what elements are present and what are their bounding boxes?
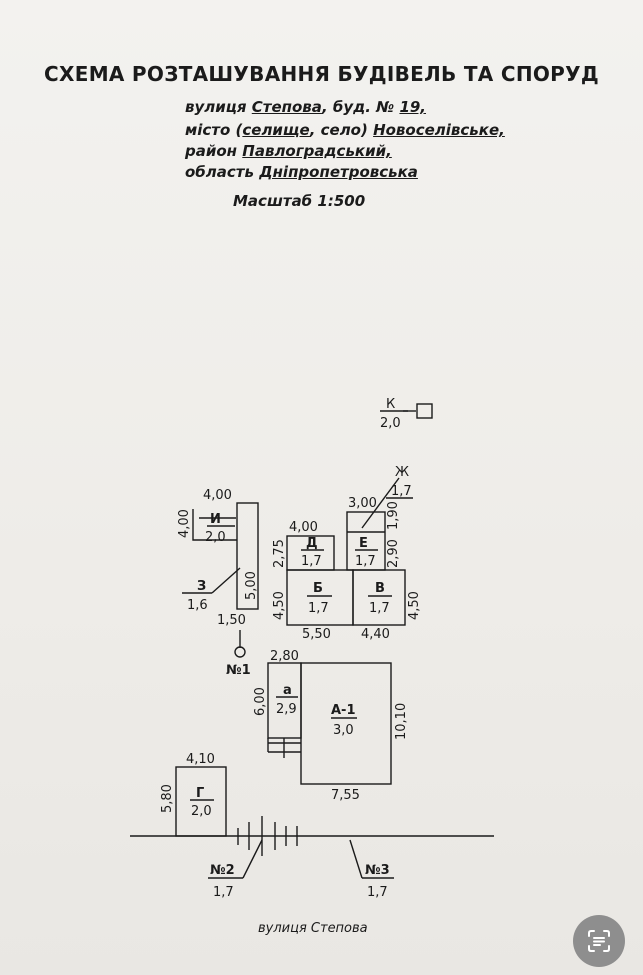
dim-e-width: 3,00 xyxy=(348,496,377,511)
b-letter: Б xyxy=(313,581,323,596)
k-letter: К xyxy=(386,397,395,412)
dim-b-width: 5,50 xyxy=(302,627,331,642)
dim-e-height-top: 1,90 xyxy=(386,501,401,530)
dim-i-height: 4,00 xyxy=(177,509,192,538)
scan-text-icon xyxy=(588,930,610,952)
well-1-label: №1 xyxy=(226,663,251,678)
scale-label: Масштаб 1:500 xyxy=(233,192,366,210)
dim-z-width: 1,50 xyxy=(217,613,246,628)
dim-v-height: 4,50 xyxy=(407,591,422,620)
city-name: Новоселівське, xyxy=(373,121,505,139)
district-name: Павлоградський, xyxy=(242,142,392,160)
dim-a1-width: 7,55 xyxy=(331,788,360,803)
dim-a-height: 6,00 xyxy=(253,687,268,716)
i-letter: И xyxy=(210,512,221,527)
d-value: 1,7 xyxy=(301,554,322,569)
z-leader-line xyxy=(211,567,241,594)
street-prefix: вулиця xyxy=(185,98,247,116)
n2-leader-line xyxy=(242,839,263,879)
street-name: Степова xyxy=(251,98,322,116)
city-type: селище xyxy=(242,121,310,139)
building-z-outline xyxy=(236,502,259,610)
address-district-line: район Павлоградський, xyxy=(185,142,392,160)
dim-g-width: 4,10 xyxy=(186,752,215,767)
district-prefix: район xyxy=(185,142,238,160)
k-value: 2,0 xyxy=(380,416,401,431)
z-letter: З xyxy=(197,579,206,594)
document-title: СХЕМА РОЗТАШУВАННЯ БУДІВЕЛЬ ТА СПОРУД xyxy=(44,62,599,86)
i-value: 2,0 xyxy=(205,530,226,545)
a-value: 2,9 xyxy=(276,702,297,717)
well-3-label: №3 xyxy=(365,863,390,878)
a-letter: а xyxy=(283,683,292,698)
well-3-value: 1,7 xyxy=(367,885,388,900)
house-number: 19, xyxy=(399,98,427,116)
dim-d-width: 4,00 xyxy=(289,520,318,535)
zh-leader-line xyxy=(361,477,400,529)
zh-letter: Ж xyxy=(395,465,409,480)
building-b-outline xyxy=(286,569,354,626)
building-a1-outline xyxy=(300,662,392,785)
b-value: 1,7 xyxy=(308,601,329,616)
z-value: 1,6 xyxy=(187,598,208,613)
house-prefix: , буд. № xyxy=(321,98,395,116)
address-city-line: місто (селище, село) Новоселівське, xyxy=(185,121,505,139)
building-g-outline xyxy=(175,766,227,837)
a1-value: 3,0 xyxy=(333,723,354,738)
dim-a1-height: 10,10 xyxy=(394,703,409,740)
building-i-outline xyxy=(192,509,237,541)
d-letter: Д xyxy=(306,536,318,551)
n3-leader-line xyxy=(349,839,363,879)
city-mid: , село) xyxy=(309,121,368,139)
e-value: 1,7 xyxy=(355,554,376,569)
well-2-value: 1,7 xyxy=(213,885,234,900)
g-letter: Г xyxy=(196,786,204,801)
region-prefix: область xyxy=(185,163,254,181)
city-prefix: місто ( xyxy=(185,121,243,139)
building-a-outline xyxy=(267,662,302,739)
dim-a-width: 2,80 xyxy=(270,649,299,664)
e-letter: Е xyxy=(359,536,368,551)
well-2-label: №2 xyxy=(210,863,235,878)
region-name: Дніпропетровська xyxy=(259,163,418,181)
dim-b-height: 4,50 xyxy=(272,591,287,620)
building-v-outline xyxy=(352,569,406,626)
g-value: 2,0 xyxy=(191,804,212,819)
scan-text-button[interactable] xyxy=(573,915,625,967)
building-k-outline xyxy=(416,403,433,419)
address-street-line: вулиця Степова, буд. № 19, xyxy=(185,98,426,116)
dim-e-height: 2,90 xyxy=(386,539,401,568)
dim-v-width: 4,40 xyxy=(361,627,390,642)
dim-z-height: 5,00 xyxy=(244,571,259,600)
street-caption: вулиця Степова xyxy=(258,921,368,936)
address-region-line: область Дніпропетровська xyxy=(185,163,418,181)
well-1-symbol xyxy=(234,646,246,658)
a1-letter: А-1 xyxy=(331,703,356,718)
dim-g-height: 5,80 xyxy=(160,784,175,813)
dim-i-width: 4,00 xyxy=(203,488,232,503)
v-letter: В xyxy=(375,581,385,596)
dim-d-height: 2,75 xyxy=(272,539,287,568)
v-value: 1,7 xyxy=(369,601,390,616)
zh-value: 1,7 xyxy=(391,484,412,499)
